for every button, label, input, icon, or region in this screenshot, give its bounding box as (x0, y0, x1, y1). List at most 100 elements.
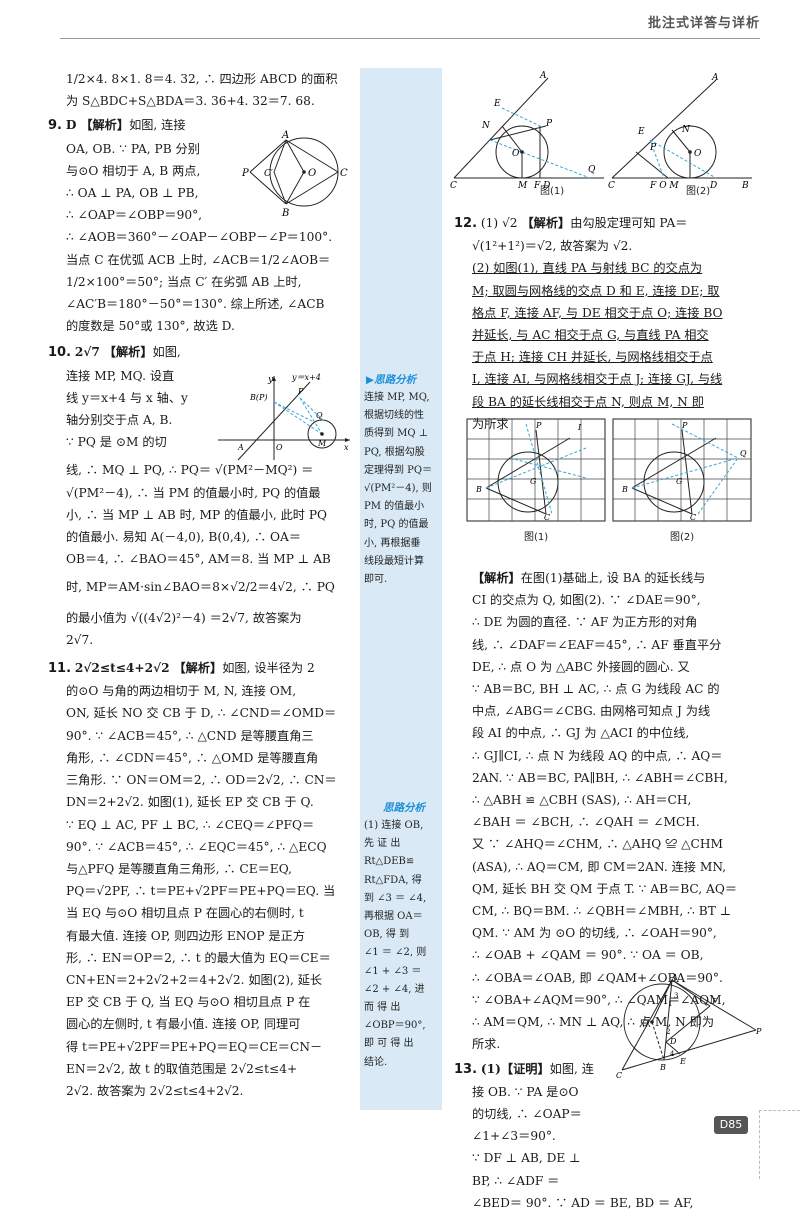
question-number: 9. (48, 118, 62, 134)
text-line: 有最大值. 连接 OP, 则四边形 ENOP 是正方 (66, 928, 306, 943)
analysis-paragraph: 【解析】在图(1)基础上, 设 BA 的延长线与 (472, 567, 754, 589)
note-line: 而 得 出 (364, 1002, 401, 1014)
svg-text:C: C (608, 181, 615, 188)
text-line: 又 ∵ ∠AHQ＝∠CHM, ∴ △AHQ ≌ △CHM (472, 837, 723, 852)
text-line: (2) 如图(1), 直线 PA 与射线 BC 的交点为 (472, 261, 703, 276)
svg-text:P: P (545, 119, 553, 129)
text-line: 2AN. ∵ AB＝BC, PA∥BH, ∴ ∠ABH＝∠CBH, (472, 770, 728, 785)
fig-label: P (297, 387, 304, 396)
note-line: 即可. (364, 574, 388, 586)
text-line: 的切线, ∴ ∠OAP＝ (472, 1106, 582, 1121)
note-line: ∠1 ＝ ∠2, 则 (364, 947, 427, 959)
text-line: 如图, 连接 (129, 118, 186, 133)
fig-label: y＝x+4 (291, 373, 321, 382)
text-line: 的值最小. 易知 A(－4,0), B(0,4), ∴ OA＝ (66, 530, 302, 545)
fig-label: M (317, 439, 327, 448)
text-line: DN＝2+2√2. 如图(1), 延长 EP 交 CB 于 Q. (66, 795, 314, 810)
svg-text:3: 3 (674, 992, 678, 1000)
grid-diagram: B P C G I (466, 418, 606, 522)
note-title: ▶思路分析 (366, 374, 417, 386)
note-line: 再根据 OA＝ (364, 911, 423, 923)
svg-text:P: P (241, 168, 249, 179)
text-line: ∴ DE 为圆的直径. ∵ AF 为正方形的对角 (472, 615, 698, 630)
text-line: 并延长, 与 AC 相交于点 G, 与直线 PA 相交 (472, 328, 709, 343)
svg-text:O: O (694, 149, 702, 159)
svg-text:B: B (621, 485, 628, 494)
text-line: 如图, (152, 345, 181, 360)
text-line: 当 EQ 与⊙O 相切且点 P 在圆心的右侧时, t (66, 906, 304, 921)
question-10: 10. 2√7 【解析】如图, (48, 341, 360, 364)
text-line: CI 的交点为 Q, 如图(2). ∵ ∠DAE＝90°, (472, 593, 701, 608)
svg-text:E: E (679, 1057, 686, 1066)
text-line: ∠AC′B＝180°－50°＝130°. 综上所述, ∠ACB (66, 297, 325, 312)
svg-text:G: G (530, 477, 537, 486)
text-line: ∵ AB＝BC, BH ⊥ AC, ∴ 点 G 为线段 AC 的 (472, 682, 720, 697)
question-11: 11. 2√2≤t≤4+2√2 【解析】如图, 设半径为 2 (48, 657, 360, 680)
text-line: ∴ ∠OAB + ∠QAM ＝ 90°. ∵ OA ＝ OB, (472, 948, 704, 963)
text-line: ∴ △ABH ≌ △CBH (SAS), ∴ AH＝CH, (472, 793, 692, 808)
svg-text:2: 2 (666, 1028, 670, 1036)
tangent-proof-diagram: A F P O D B E C 3 1 2 4 (616, 973, 762, 1080)
text-line: 与△PFQ 是等腰直角三角形, ∴ CE＝EQ, (66, 861, 292, 876)
svg-text:O: O (512, 149, 520, 159)
fig-label: x (344, 443, 349, 452)
text-line: 为 S△BDC+S△BDA＝3. 36+4. 32＝7. 68. (66, 94, 315, 109)
svg-text:F Q M: F Q M (649, 181, 679, 188)
side-note-1: ▶思路分析 连接 MP, MQ, 根据切线的性 质得到 MQ ⊥ PQ, 根据勾… (360, 372, 442, 589)
text-line: 为所求 (472, 416, 509, 431)
note-title: 思路分析 (383, 802, 425, 814)
text-line: 格点 F, 连接 AF, 与 DE 相交于点 O; 连接 BO (472, 305, 723, 320)
text-line: BP, ∴ ∠ADF ＝ (472, 1173, 560, 1188)
text-line: √(PM²－4), ∴ 当 PM 的值最小时, PQ 的值最 (66, 485, 321, 500)
tangent-circle-diagram: P A B C C′ O (241, 130, 348, 219)
text-line: ∴ ∠OBA＝∠OAB, 即 ∠QAM+∠OBA＝90°. (472, 970, 723, 985)
note-line: ∠OBP＝90°, (364, 1020, 426, 1032)
analysis-tag: 【解析】 (80, 118, 130, 133)
text-line: 小, ∴ 当 MP ⊥ AB 时, MP 的值最小, 此时 PQ (66, 507, 328, 522)
text-line: ∠1+∠3＝90°. (472, 1129, 556, 1144)
text-line: 中点, ∠ABG＝∠CBG. 由网格可知点 J 为线 (472, 704, 711, 719)
svg-text:B: B (659, 1063, 666, 1072)
q11-figure-1: A E N P O Q C M F D (448, 68, 608, 188)
question-number: 10. (48, 345, 72, 361)
text-line: 线, ∴ MQ ⊥ PQ, ∴ PQ＝ √(PM²－MQ²) ＝ (66, 463, 314, 478)
svg-text:1: 1 (668, 1000, 672, 1008)
page-header-title: 批注式详答与详析 (647, 16, 760, 31)
note-line: PQ, 根据勾股 (364, 446, 425, 458)
side-note-band (360, 68, 442, 1110)
text-line: I, 连接 AI, 与网格线相交于点 J; 连接 GJ, 与线 (472, 372, 723, 387)
question-answer: 2√7 (74, 345, 100, 360)
note-line: Rt△FDA, 得 (364, 874, 422, 886)
svg-text:E: E (493, 99, 501, 109)
text-line: 2√2. 故答案为 2√2≤t≤4+2√2. (66, 1083, 244, 1098)
text-line: 段 AI 的中点, ∴ GJ 为 △ACI 的中位线, (472, 726, 690, 741)
text-line: 线, ∴ ∠DAF＝∠EAF＝45°, ∴ AF 垂直平分 (472, 637, 722, 652)
text-line: EP 交 CB 于 Q, 当 EQ 与⊙O 相切且点 P 在 (66, 995, 311, 1010)
analysis-tag: 【解析】 (103, 345, 153, 360)
text-line: 90°. ∵ ∠ACB＝45°, ∴ ∠EQC＝45°, ∴ △ECQ (66, 839, 327, 854)
text-line: ∴ ∠AOB＝360°－∠OAP－∠OBP－∠P＝100°. (66, 230, 333, 245)
svg-text:P: P (681, 421, 688, 430)
text-line: 段 BA 的延长线相交于点 N, 则点 M, N 即 (472, 394, 704, 409)
svg-text:I: I (577, 423, 582, 432)
text-line: 圆心的左侧时, t 有最小值. 连接 OP, 同理可 (66, 1017, 301, 1032)
note-line: ∠2 + ∠4, 进 (364, 983, 425, 995)
fig-label: B(P) (249, 393, 268, 402)
page-corner-decoration (759, 1110, 800, 1179)
text-line: 得 t＝PE+√2PF＝PE+PQ＝EQ＝CE＝CN－ (66, 1039, 323, 1054)
figure-caption: 图(2) (670, 532, 695, 543)
text-line: 的度数是 50°或 130°, 故选 D. (66, 319, 235, 334)
q11-figure-2: A E P N O C F Q M D B (606, 68, 756, 188)
text-line: 的⊙O 与角的两边相切于 M, N, 连接 OM, (66, 684, 297, 699)
fig-label: A (237, 443, 244, 452)
svg-text:P: P (755, 1027, 762, 1036)
note-line: 到 ∠3 ＝ ∠4, (364, 892, 427, 904)
svg-text:A: A (539, 71, 547, 81)
svg-text:N: N (481, 121, 491, 131)
text-line: 1/2×4. 8×1. 8＝4. 32, ∴ 四边形 ABCD 的面积 (66, 72, 338, 86)
text-line: ∵ ∠OBA+∠AQM＝90°, ∴ ∠QAM＝∠AQM, (472, 992, 726, 1007)
note-line: 时, PQ 的值最 (364, 519, 429, 531)
note-line: OB, 得 到 (364, 929, 410, 941)
note-line: 定理得到 PQ＝ (364, 464, 433, 476)
note-line: 小, 再根据垂 (364, 537, 421, 549)
